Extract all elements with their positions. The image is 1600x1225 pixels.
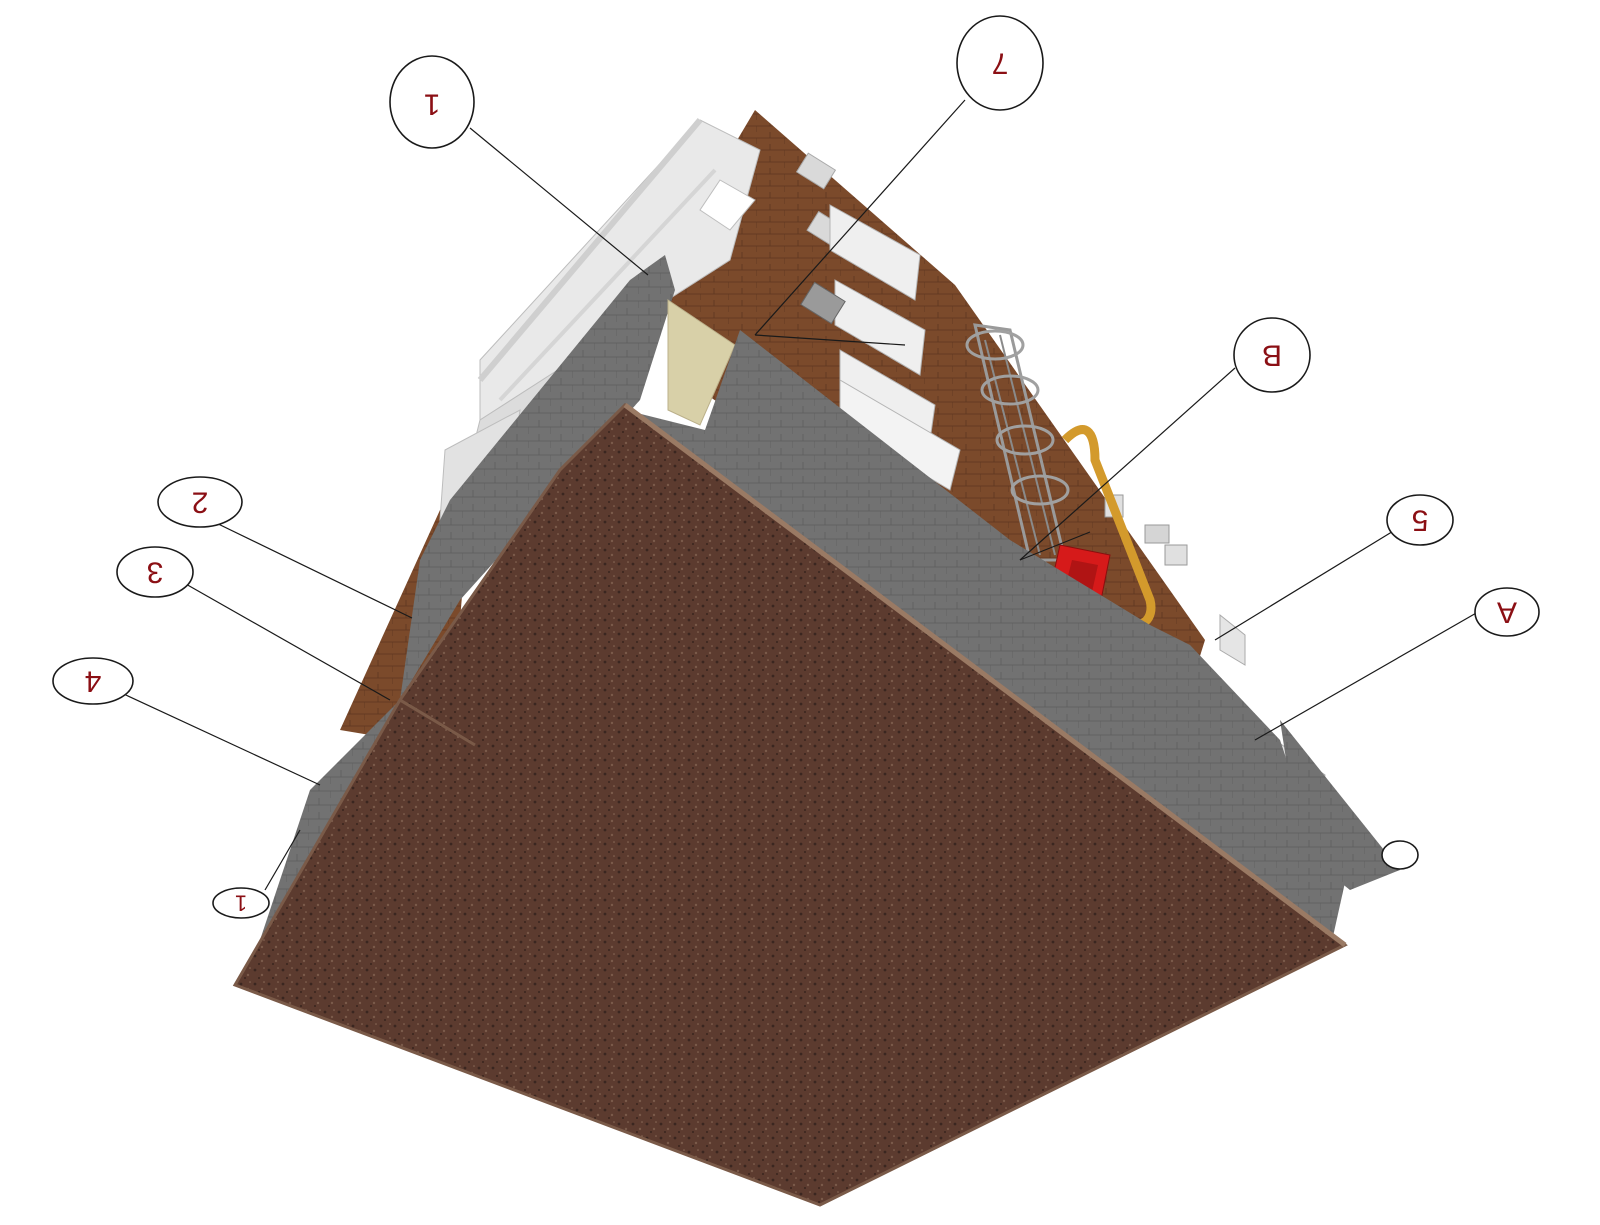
callout-4: 4 <box>52 657 134 705</box>
callout-A-label: A <box>1497 596 1517 629</box>
callout-1: 1 <box>389 55 475 149</box>
leader-1b <box>264 829 301 891</box>
window-balconies <box>795 152 1188 566</box>
callout-B: B <box>1233 317 1311 393</box>
callout-B-label: B <box>1262 339 1282 372</box>
leader-3 <box>169 574 391 701</box>
callout-5: 5 <box>1386 494 1454 546</box>
callout-7-label: 7 <box>992 47 1009 80</box>
leader-B <box>1019 367 1236 561</box>
leader-5 <box>1214 529 1396 641</box>
callout-3-label: 3 <box>147 556 164 589</box>
slab-edge-trim <box>623 403 1347 947</box>
front-parapet-wall <box>625 330 1350 950</box>
beige-panel <box>667 299 736 426</box>
leader-7 <box>754 99 966 336</box>
callout-2-label: 2 <box>192 486 209 519</box>
callout-5-label: 5 <box>1412 504 1429 537</box>
left-parapet <box>400 255 675 700</box>
callout-3: 3 <box>116 546 194 598</box>
right-wing-wall <box>1280 720 1400 890</box>
granite-slab <box>232 403 1348 1207</box>
leader-2 <box>209 519 413 619</box>
callout-1b: 1 <box>212 887 270 919</box>
callout-1-label: 1 <box>424 88 441 121</box>
callout-2: 2 <box>157 476 243 528</box>
leader-1 <box>469 127 649 276</box>
callout-partial <box>1381 840 1419 870</box>
leader-lines <box>114 99 1479 891</box>
facade-group <box>340 110 1391 871</box>
callout-A: A <box>1474 587 1540 637</box>
leader-Bb <box>1019 531 1091 561</box>
leader-4 <box>114 689 321 786</box>
callout-bubbles: 1 7 B 5 A 2 3 4 <box>52 15 1540 919</box>
leader-7b <box>754 334 906 346</box>
callout-7: 7 <box>956 15 1044 111</box>
leader-A <box>1254 611 1479 741</box>
callout-1b-label: 1 <box>235 891 247 916</box>
callout-4-label: 4 <box>85 665 102 698</box>
